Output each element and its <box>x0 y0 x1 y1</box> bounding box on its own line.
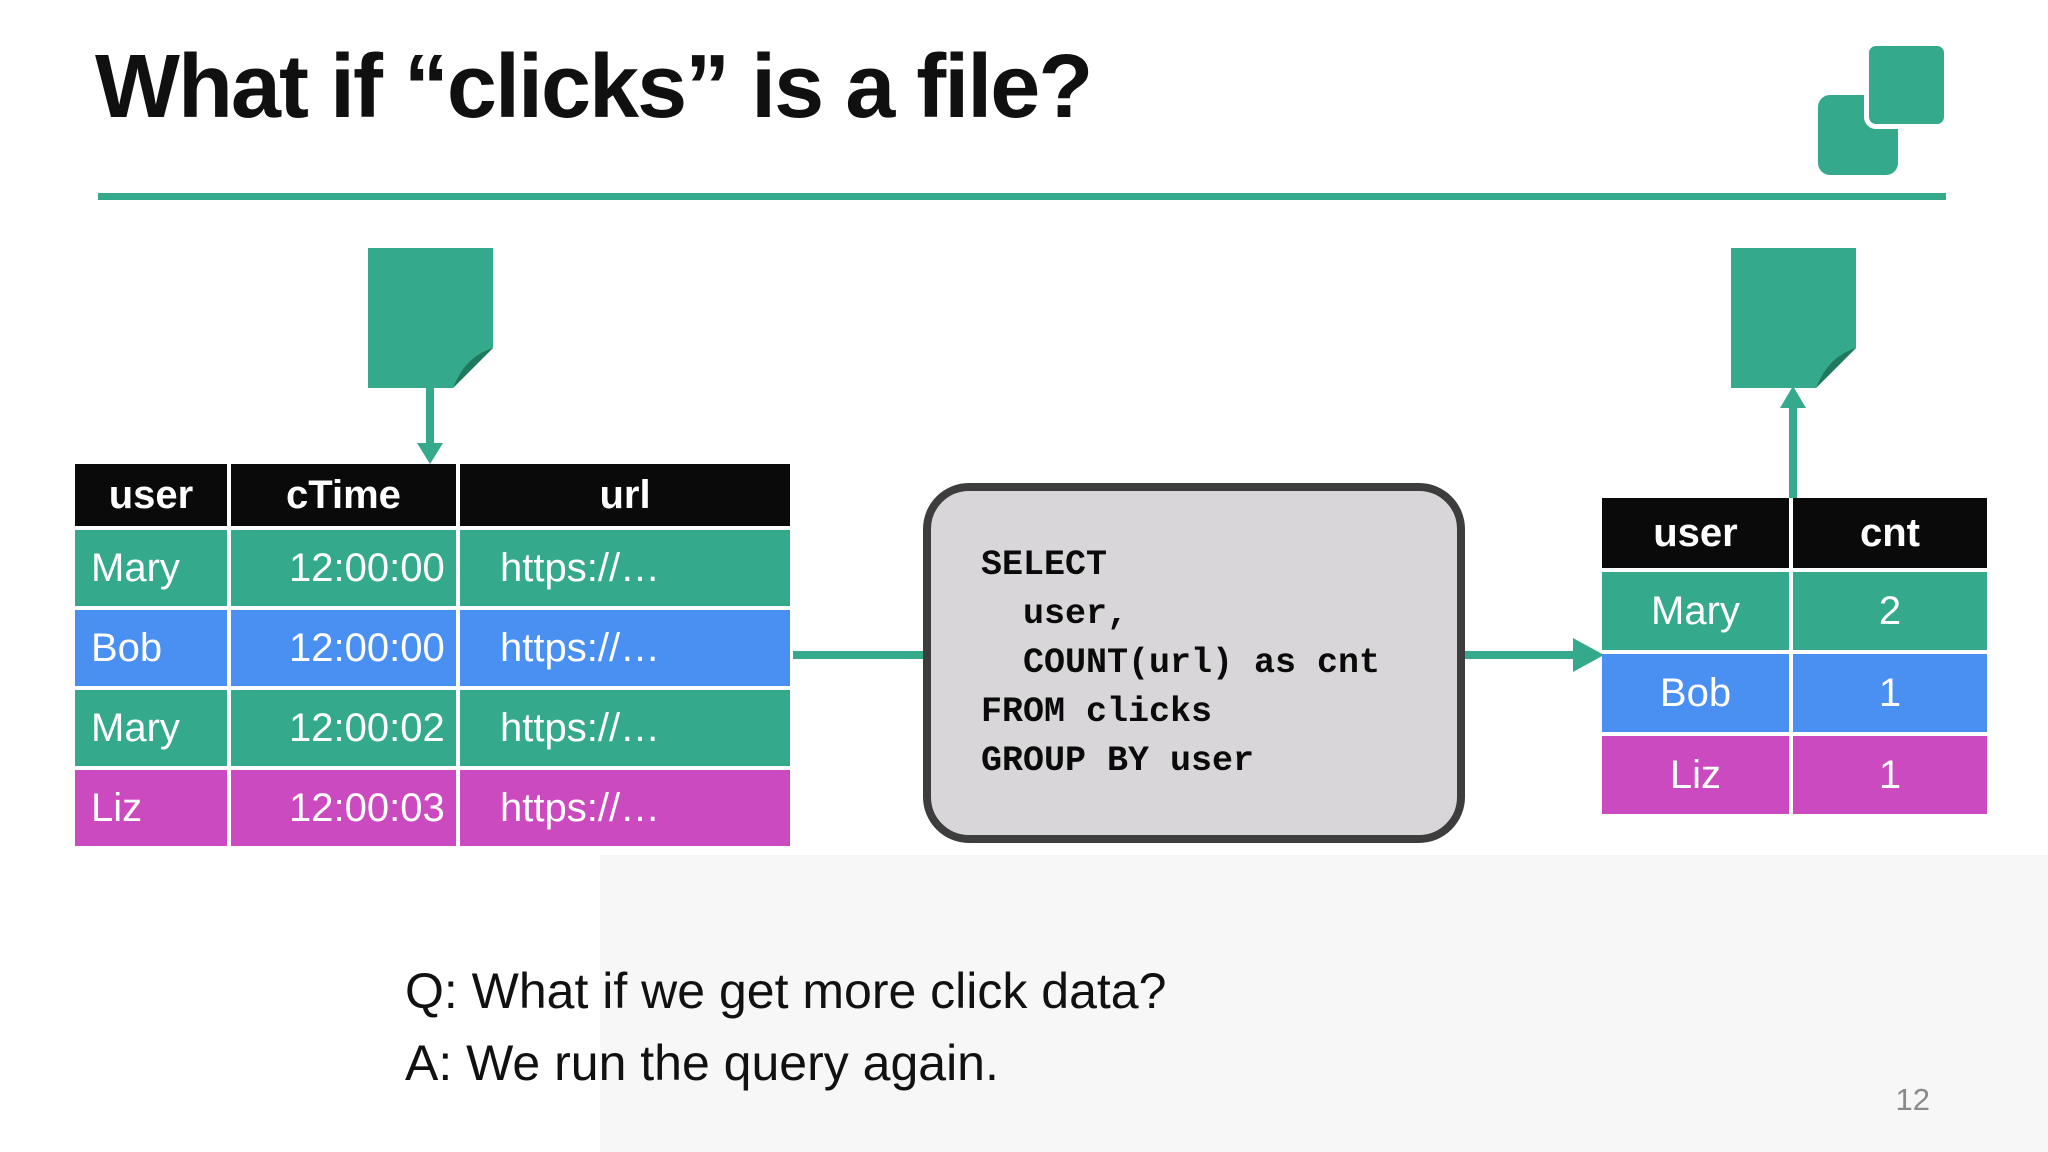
arrow-right-icon <box>1465 638 1604 672</box>
table-cell: 1 <box>1793 736 1987 814</box>
arrow-down-icon <box>417 385 443 464</box>
file-icon <box>368 248 493 388</box>
arrow-up-icon <box>1780 386 1806 498</box>
table-cell: 12:00:03 <box>231 770 456 846</box>
table-cell: 12:00:02 <box>231 690 456 766</box>
table-cell: Bob <box>75 610 227 686</box>
column-header: user <box>1602 498 1789 568</box>
page-number: 12 <box>1895 1082 1930 1117</box>
table-cell: https://… <box>460 770 790 846</box>
table-cell: Mary <box>75 530 227 606</box>
table-cell: Mary <box>75 690 227 766</box>
file-icon <box>1731 248 1856 388</box>
table-cell: 2 <box>1793 572 1987 650</box>
column-header: cTime <box>231 464 456 526</box>
table-cell: https://… <box>460 690 790 766</box>
table-cell: Mary <box>1602 572 1789 650</box>
table-cell: https://… <box>460 610 790 686</box>
sql-query-box: SELECT user, COUNT(url) as cnt FROM clic… <box>923 483 1465 843</box>
question-text: Q: What if we get more click data? <box>405 963 1167 1019</box>
connector-line <box>793 651 923 659</box>
answer-text: A: We run the query again. <box>405 1035 999 1091</box>
column-header: cnt <box>1793 498 1987 568</box>
table-cell: 12:00:00 <box>231 610 456 686</box>
overlapping-squares-icon <box>1864 41 1949 129</box>
table-cell: Bob <box>1602 654 1789 732</box>
column-header: url <box>460 464 790 526</box>
table-cell: 12:00:00 <box>231 530 456 606</box>
qa-block: Q: What if we get more click data? A: We… <box>405 955 1166 1099</box>
sql-query-text: SELECT user, COUNT(url) as cnt FROM clic… <box>981 544 1381 781</box>
table-cell: Liz <box>1602 736 1789 814</box>
title-underline <box>98 193 1946 200</box>
table-cell: Liz <box>75 770 227 846</box>
table-cell: https://… <box>460 530 790 606</box>
column-header: user <box>75 464 227 526</box>
background-shade <box>600 855 2048 1152</box>
page-title: What if “clicks” is a file? <box>95 37 1093 137</box>
table-cell: 1 <box>1793 654 1987 732</box>
